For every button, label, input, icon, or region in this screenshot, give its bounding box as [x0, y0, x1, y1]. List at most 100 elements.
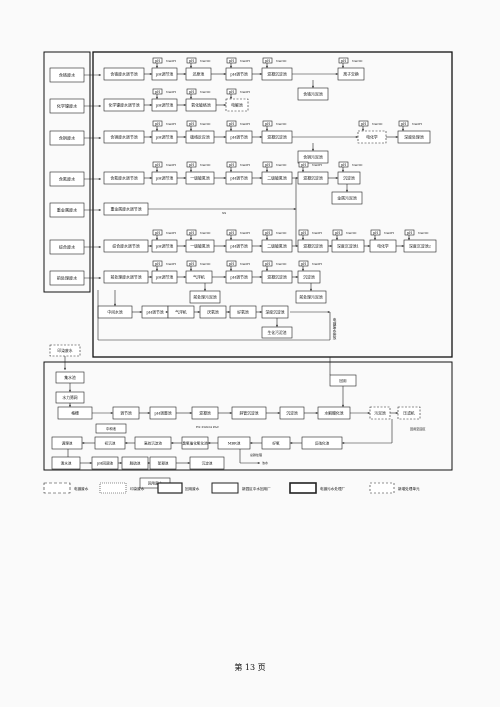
arrow-head: [98, 208, 101, 212]
dosing-tag-label: pH: [407, 231, 412, 235]
chemical-label: NaOH: [166, 90, 176, 94]
arrow-head: [265, 65, 269, 68]
dosing-tag-label: pH: [335, 231, 340, 235]
chemical-label: NaClO: [200, 262, 211, 266]
process-unit-label: pH调节池: [156, 103, 174, 108]
dosing-tag-label: pH: [229, 163, 234, 167]
arrow-head: [223, 72, 226, 76]
dosing-tag-label: pH: [229, 59, 234, 63]
arrow-head: [197, 310, 200, 314]
arrow-head: [275, 324, 279, 327]
dosing-tag-label: pH: [155, 231, 160, 235]
arrow-head: [311, 85, 315, 88]
arrow-head: [277, 411, 280, 415]
dyeing-source-label: 印染废水: [57, 348, 72, 353]
arrow-head: [373, 237, 377, 240]
chemical-label: NaClO: [372, 122, 383, 126]
dosing-tag: [152, 88, 163, 95]
dosing-tag: [404, 229, 415, 236]
legend-label: 新园区中水回用厂: [242, 486, 271, 491]
dosing-tag-label: pH: [155, 163, 160, 167]
arrow-head: [229, 411, 232, 415]
note-text: 回用至园区: [410, 426, 425, 431]
process-unit: [225, 98, 249, 112]
process-unit-label: pH调节池: [156, 244, 174, 249]
chemical-label: NaOH: [412, 122, 422, 126]
dosing-tag-label: pH: [265, 59, 270, 63]
chemical-label: NaOH: [240, 231, 250, 235]
process-unit-label: 含铜废水调节池: [110, 135, 137, 140]
arrow-head: [290, 441, 293, 445]
dosing-tag-label: pH: [189, 122, 194, 126]
arrow-head: [89, 461, 92, 465]
dosing-tag-label: pH: [189, 262, 194, 266]
chemical-label: NaOH: [384, 231, 394, 235]
dosing-tag-label: pH: [155, 122, 160, 126]
arrow-head: [155, 237, 159, 240]
dosing-tag-label: pH: [265, 231, 270, 235]
reuse-plant-frame: [43, 361, 453, 471]
arrow-head: [229, 128, 233, 131]
chemical-label: NaOH: [240, 59, 250, 63]
dosing-tag-label: pH: [155, 59, 160, 63]
process-unit-label: pH调节池: [230, 275, 248, 280]
reuse-unit-label: 沉淀池: [202, 461, 213, 466]
dosing-tag: [226, 229, 237, 236]
dosing-tag: [298, 229, 309, 236]
chemical-label: NaOH: [312, 163, 322, 167]
dosing-tag: [186, 229, 197, 236]
arrow-head: [367, 244, 370, 248]
reuse-unit-label: pH回调池: [97, 461, 114, 466]
arrow-head: [301, 237, 305, 240]
arrow-head: [335, 72, 338, 76]
arrow-head: [189, 411, 192, 415]
dosing-tag-label: pH: [301, 262, 306, 266]
arrow-head: [329, 244, 332, 248]
process-unit-label: 含铬污泥池: [303, 92, 323, 97]
chemical-label: NaClO: [200, 59, 211, 63]
legend-swatch: [43, 482, 71, 494]
dosing-tag: [262, 120, 273, 127]
arrow-head: [345, 189, 349, 192]
dosing-tag: [262, 260, 273, 267]
dosing-tag-label: pH: [301, 163, 306, 167]
reuse-unit-label: 水解酸化池: [325, 411, 344, 416]
reuse-unit-label: 斜管沉淀池: [240, 411, 259, 416]
reuse-unit: [397, 406, 421, 420]
process-unit-label: 一级破氰池: [190, 176, 210, 181]
process-unit-label: 电化学: [366, 135, 378, 140]
dosing-tag-label: pH: [229, 262, 234, 266]
dosing-tag: [152, 161, 163, 168]
bio-unit-label: 气浮机: [175, 310, 187, 315]
chemical-label: NaOH: [240, 163, 250, 167]
arrow-head: [301, 268, 305, 271]
dosing-tag-label: pH: [189, 59, 194, 63]
arrow-head: [68, 404, 72, 407]
arrow-head: [229, 237, 233, 240]
arrow-head: [223, 244, 226, 248]
chemical-label: NaOH: [240, 122, 250, 126]
process-unit-label: 混凝沉淀池: [267, 275, 287, 280]
arrow-head: [187, 461, 190, 465]
arrow-head: [98, 104, 101, 108]
arrow-head: [265, 237, 269, 240]
arrow-head: [171, 441, 174, 445]
arrow-head: [401, 128, 405, 131]
chemical-label: NaOH: [312, 231, 322, 235]
arrow-head: [183, 275, 186, 279]
process-unit-label: 前处理污泥池: [193, 295, 216, 300]
dosing-tag: [152, 260, 163, 267]
arrow-head: [223, 103, 226, 107]
source-box-label: 含氰废水: [59, 176, 75, 182]
reuse-unit-label: 调理池: [62, 441, 73, 446]
arrow-head: [98, 177, 101, 181]
plating-plant-frame: [92, 51, 453, 358]
dosing-tag-label: pH: [301, 231, 306, 235]
process-unit-label: 破络反应池: [190, 135, 210, 140]
chemical-label: NaClO: [276, 163, 287, 167]
process-unit-label: 金属污泥池: [337, 196, 357, 201]
process-unit-label: 二级破氰池: [267, 176, 287, 181]
reuse-unit-label: 初沉池: [105, 441, 116, 446]
note-text: 总磷处理: [250, 452, 262, 457]
